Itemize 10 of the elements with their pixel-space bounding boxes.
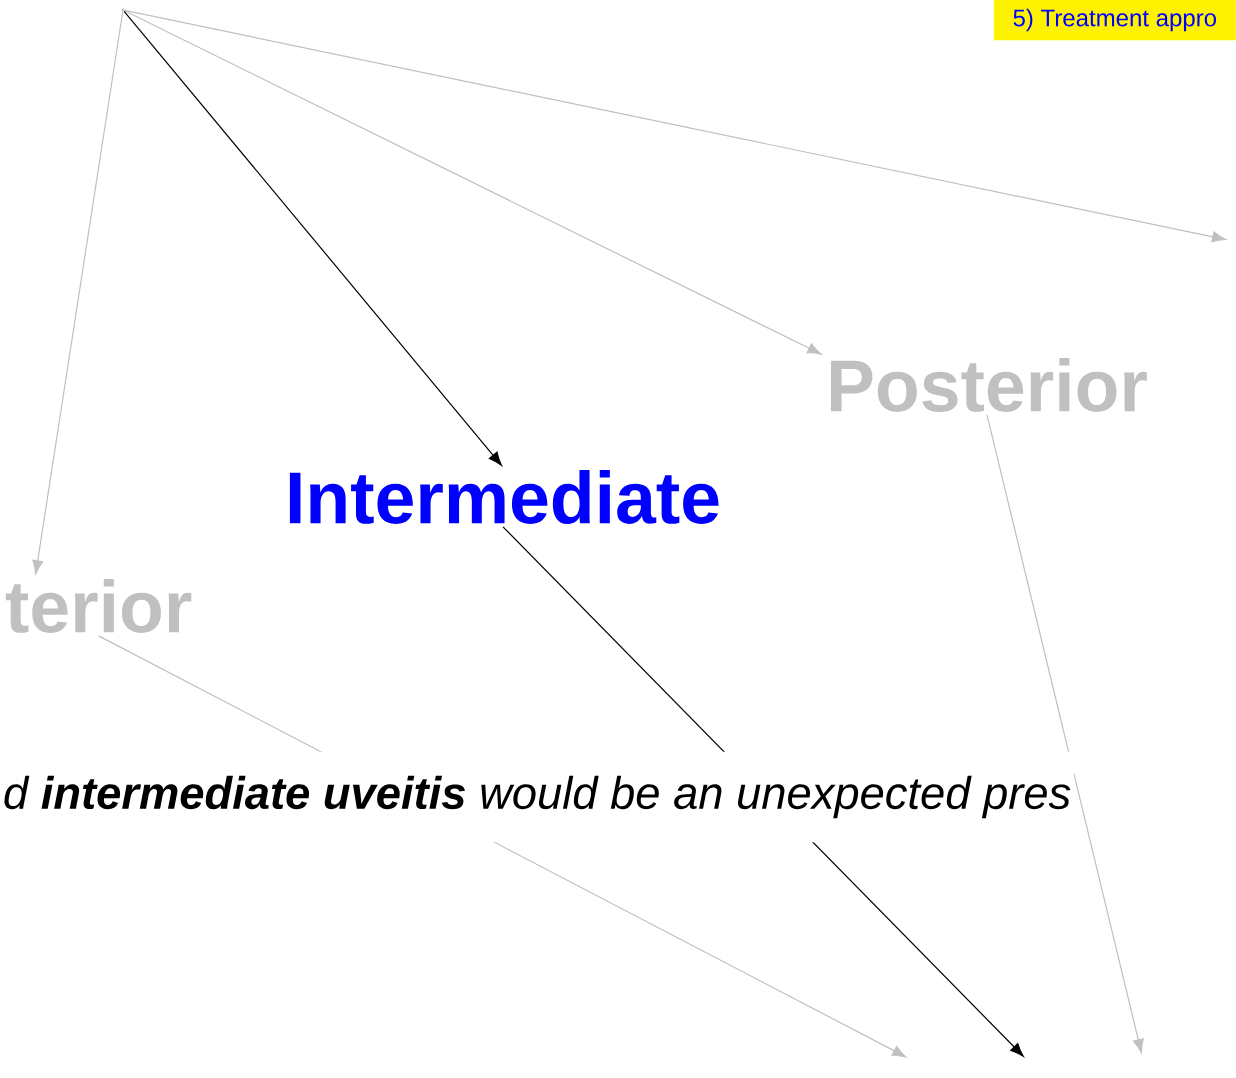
category-heading: terior: [5, 579, 192, 633]
arrow: [123, 10, 503, 466]
category-heading: Posterior: [830, 358, 1147, 412]
arrow: [986, 414, 1144, 1054]
sentence: d intermediate uveitis would be an unexpected pres: [0, 751, 1075, 843]
title-box: 5) Treatment appro: [993, 0, 1236, 41]
category-heading: Intermediate: [289, 470, 719, 524]
arrow: [124, 10, 822, 355]
arrow: [124, 9, 1227, 243]
arrow: [32, 11, 124, 575]
